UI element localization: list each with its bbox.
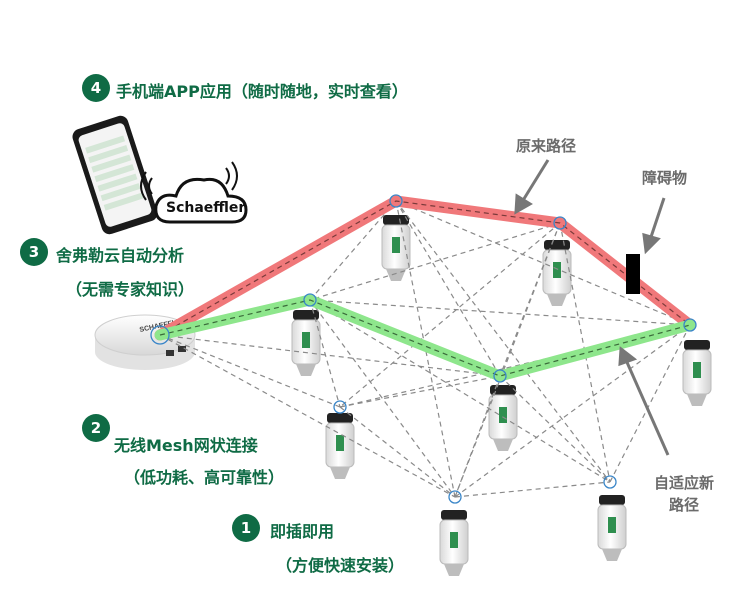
feature-number-badge: 4 [82,74,110,102]
callout-arrows [514,159,670,456]
feature-title: 舍弗勒云自动分析 [56,246,185,265]
vibration-sensor [682,340,712,406]
obstacle-block [626,254,640,294]
adaptive-path-label-line2: 路径 [669,496,700,514]
feature-title: 手机端APP应用（随时随地，实时查看） [116,82,408,101]
original-path-label: 原来路径 [516,137,577,155]
vibration-sensor [439,510,469,576]
adaptive-path [154,294,696,382]
cloud-brand-label: Schaeffler [166,200,246,216]
vibration-sensor [381,215,411,281]
vibration-sensor [542,240,572,306]
sensor-group [291,215,712,576]
feature-subtitle: （方便快速安装） [276,556,405,575]
feature-title: 即插即用 [270,522,335,541]
feature-subtitle: （无需专家知识） [66,280,195,299]
obstacle-label: 障碍物 [642,169,688,187]
smartphone-app-image [72,115,158,235]
vibration-sensor [325,413,355,479]
original-path [154,195,696,341]
feature-title: 无线Mesh网状连接 [114,436,258,455]
feature-number-badge: 3 [20,238,48,266]
node-markers [150,194,697,504]
cloud-icon [140,161,248,224]
feature-number-badge: 2 [82,414,110,442]
adaptive-path-label: 自适应新 路径 [654,472,714,516]
vibration-sensor [597,495,627,561]
feature-number-badge: 1 [232,514,260,542]
feature-subtitle: （低功耗、高可靠性） [124,468,285,487]
adaptive-path-label-line1: 自适应新 [654,474,715,492]
